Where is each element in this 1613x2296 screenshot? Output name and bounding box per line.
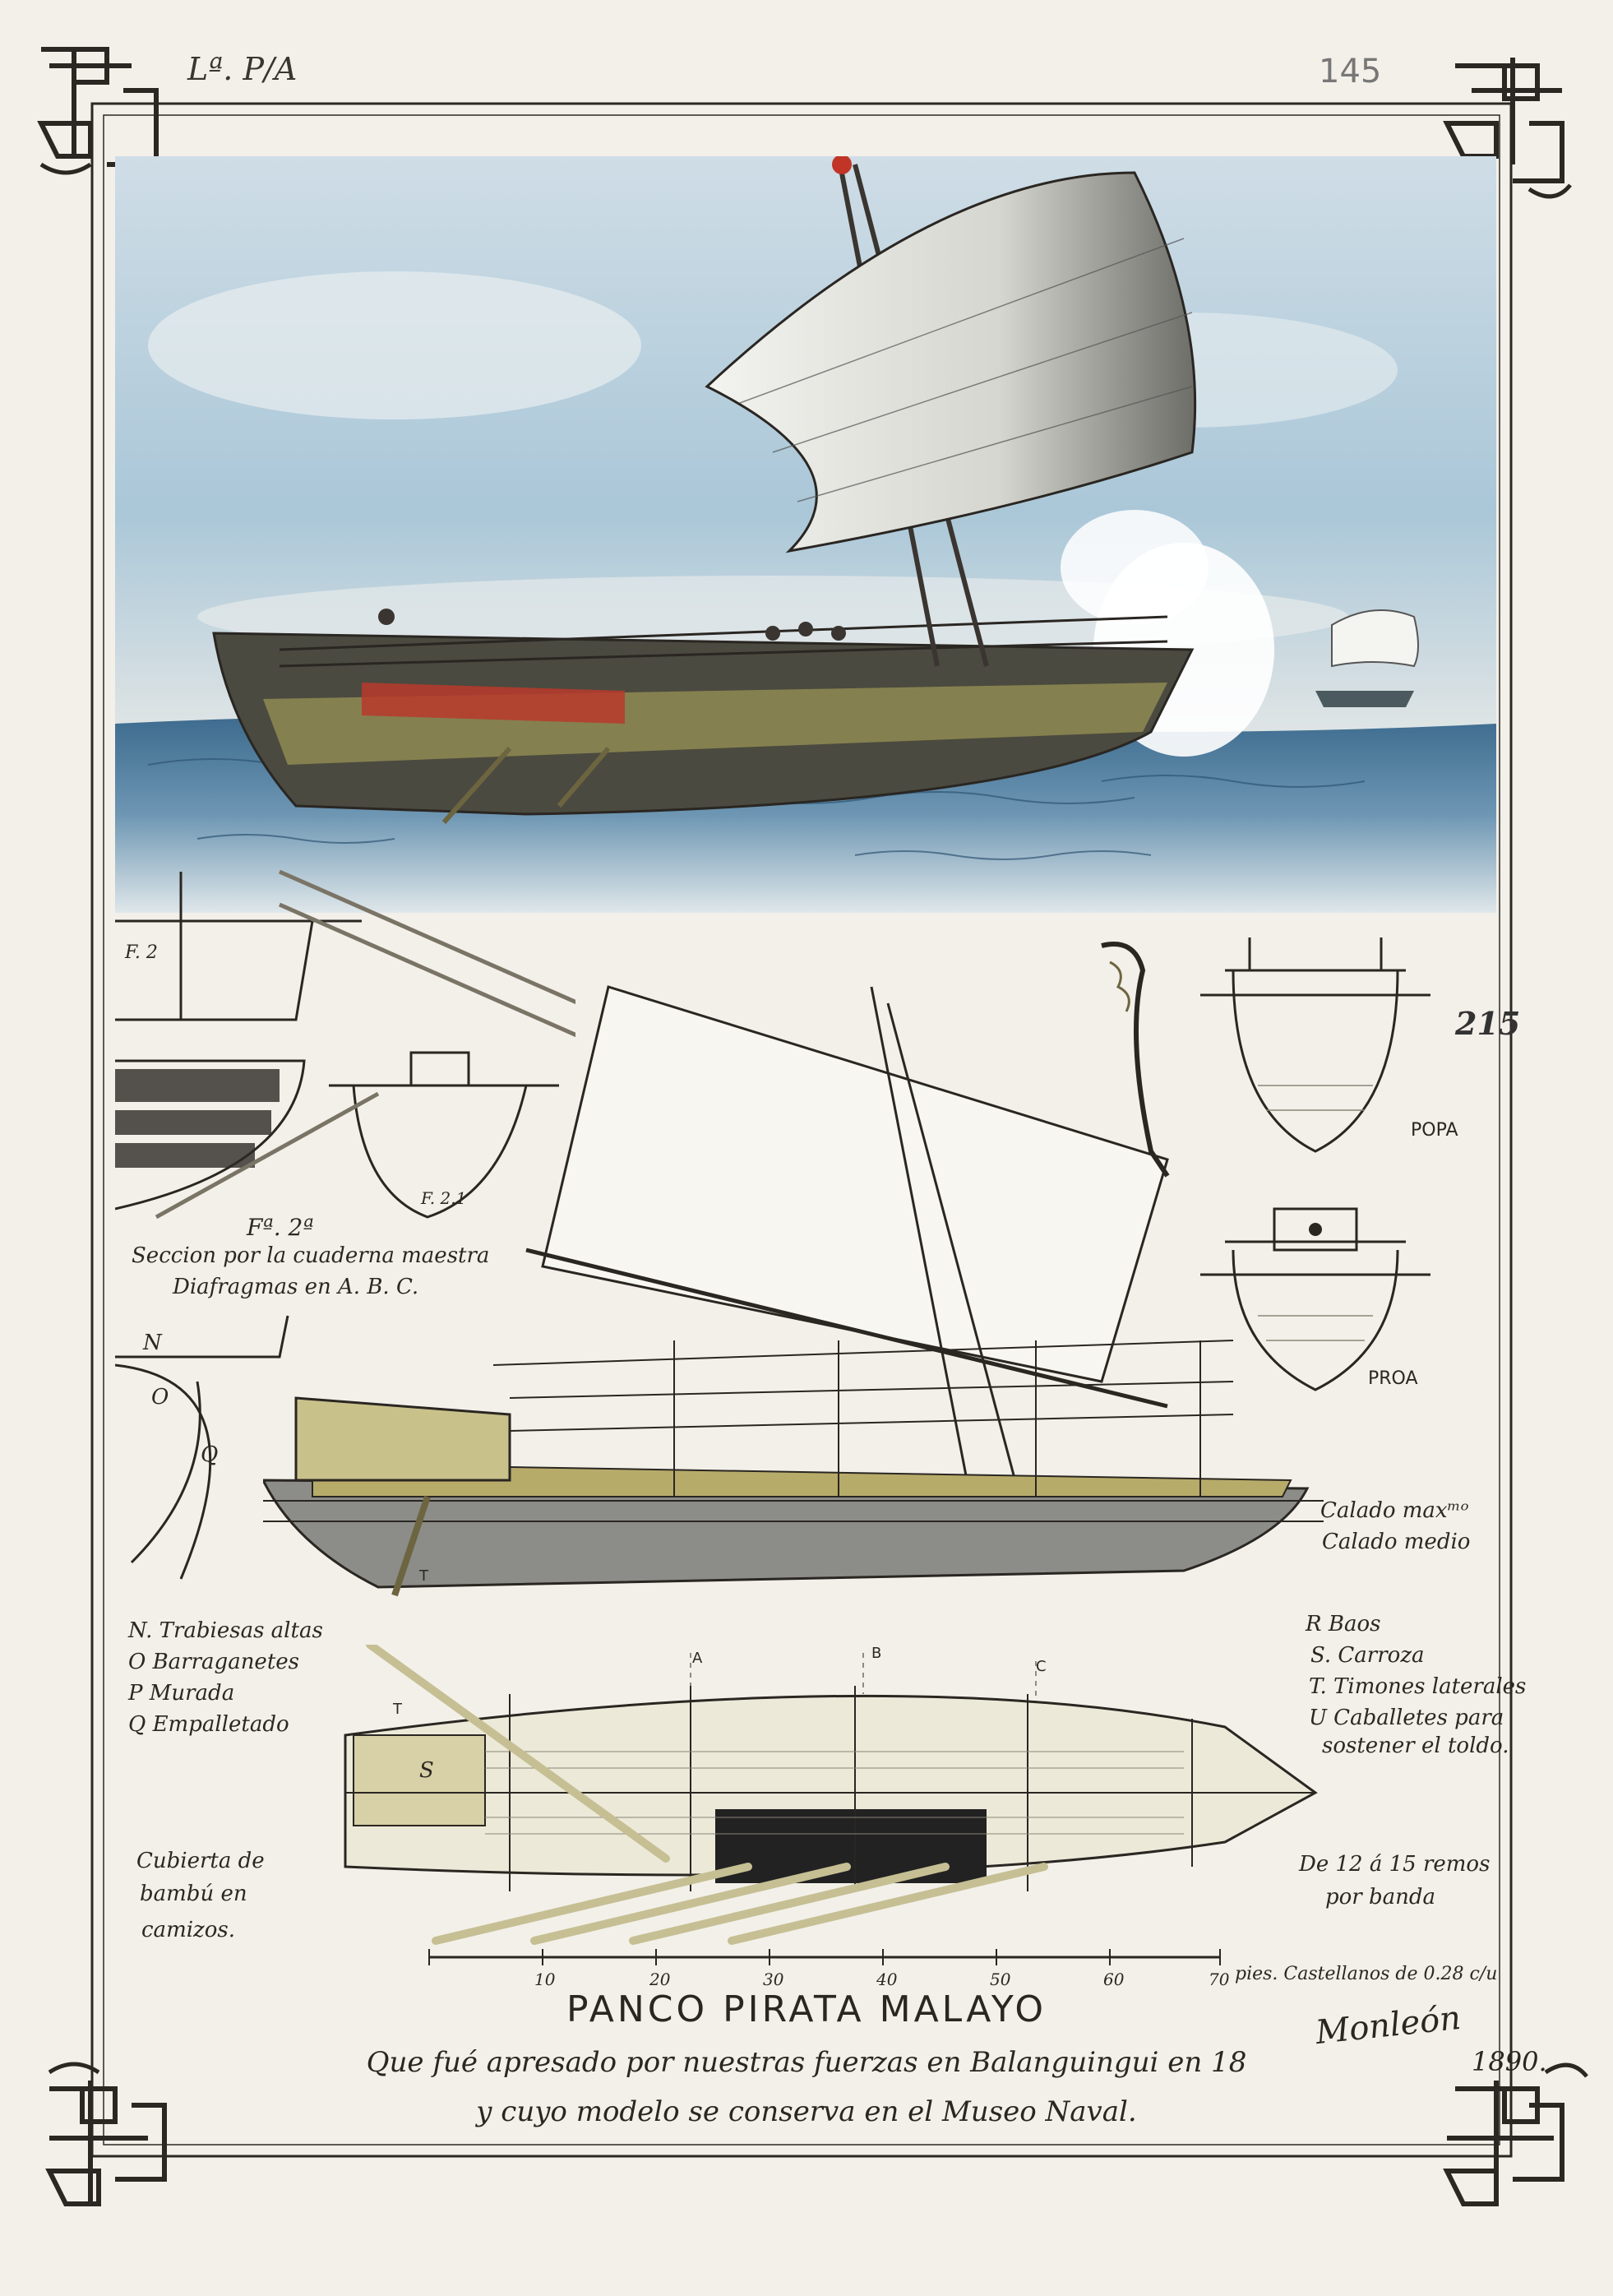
prow-ornament-drawing bbox=[1101, 942, 1170, 1178]
oars-note-2: por banda bbox=[1325, 1885, 1436, 1909]
letter-t-elevation: T bbox=[419, 1567, 428, 1585]
plate-label: Lª. P/A bbox=[187, 51, 298, 87]
letter-o: O bbox=[151, 1385, 169, 1410]
draft-medio-label: Calado medio bbox=[1322, 1530, 1471, 1554]
legend-right-r: R Baos bbox=[1306, 1612, 1381, 1636]
signature-year: 1890. bbox=[1472, 2046, 1547, 2077]
legend-right-u-cont: sostener el toldo. bbox=[1322, 1734, 1509, 1758]
deck-note-3: camizos. bbox=[141, 1918, 235, 1942]
fig-label-f2-1: F. 2.1 bbox=[421, 1188, 467, 1208]
scale-unit: pies. Castellanos de 0.28 c/u bbox=[1235, 1964, 1498, 1984]
plate-title: PANCO PIRATA MALAYO bbox=[566, 1988, 1047, 2030]
corner-ornament-bottom-left bbox=[45, 2062, 167, 2206]
view-label-popa: POPA bbox=[1411, 1120, 1458, 1141]
letter-n: N bbox=[143, 1331, 162, 1355]
section-caption-line2: Diafragmas en A. B. C. bbox=[173, 1275, 419, 1299]
legend-right-u: U Caballetes para bbox=[1309, 1706, 1504, 1730]
section-drawing bbox=[115, 869, 575, 1580]
fig-caption-number: Fª. 2ª bbox=[247, 1214, 314, 1241]
section-caption-line1: Seccion por la cuaderna maestra bbox=[132, 1243, 490, 1268]
elevation-drawing bbox=[263, 985, 1324, 1597]
section-letter-a: A bbox=[692, 1650, 703, 1667]
scale-tick-30: 30 bbox=[763, 1970, 784, 1989]
legend-right-s: S. Carroza bbox=[1310, 1643, 1425, 1668]
section-letter-b: B bbox=[871, 1645, 882, 1662]
legend-left-o: O Barraganetes bbox=[128, 1650, 299, 1674]
letter-q: Q bbox=[201, 1442, 219, 1467]
letter-s-plan: S bbox=[419, 1758, 434, 1783]
legend-left-n: N. Trabiesas altas bbox=[128, 1618, 323, 1643]
section-letter-c: C bbox=[1036, 1658, 1047, 1675]
legend-left-p: P Murada bbox=[128, 1681, 235, 1706]
stern-and-bow-views bbox=[1200, 937, 1430, 1391]
deck-note-1: Cubierta de bbox=[136, 1849, 265, 1873]
distant-boat bbox=[1315, 609, 1419, 707]
plate-subtitle-line2: y cuyo modelo se conserva en el Museo Na… bbox=[476, 2095, 1137, 2128]
scale-tick-60: 60 bbox=[1103, 1970, 1125, 1989]
letter-t-plan: T bbox=[393, 1701, 402, 1718]
scale-bar bbox=[428, 1949, 1221, 1965]
draft-max-label: Calado maxᵐᵒ bbox=[1320, 1498, 1469, 1523]
scale-tick-40: 40 bbox=[876, 1970, 898, 1989]
scale-tick-20: 20 bbox=[649, 1970, 671, 1989]
oars-note-1: De 12 á 15 remos bbox=[1299, 1852, 1491, 1877]
corner-ornament-top-right bbox=[1443, 58, 1572, 199]
boat-illustration bbox=[212, 156, 1197, 824]
scale-tick-10: 10 bbox=[534, 1970, 556, 1989]
scale-tick-70: 70 bbox=[1209, 1970, 1230, 1989]
fig-label-f2: F. 2 bbox=[125, 942, 158, 963]
sheet-number: 215 bbox=[1455, 1005, 1521, 1042]
plan-view-drawing bbox=[344, 1645, 1318, 1945]
legend-left-q: Q Empalletado bbox=[128, 1712, 289, 1737]
deck-note-2: bambú en bbox=[140, 1882, 247, 1906]
legend-right-t: T. Timones laterales bbox=[1309, 1674, 1527, 1699]
plate-subtitle-line1: Que fué apresado por nuestras fuerzas en… bbox=[366, 2046, 1247, 2079]
watercolor-seascape bbox=[115, 156, 1496, 913]
scale-tick-50: 50 bbox=[990, 1970, 1011, 1989]
corner-ornament-bottom-right bbox=[1443, 2062, 1588, 2206]
folio-number: 145 bbox=[1319, 53, 1382, 90]
corner-ornament-top-left bbox=[37, 47, 159, 175]
view-label-proa: PROA bbox=[1368, 1368, 1418, 1389]
